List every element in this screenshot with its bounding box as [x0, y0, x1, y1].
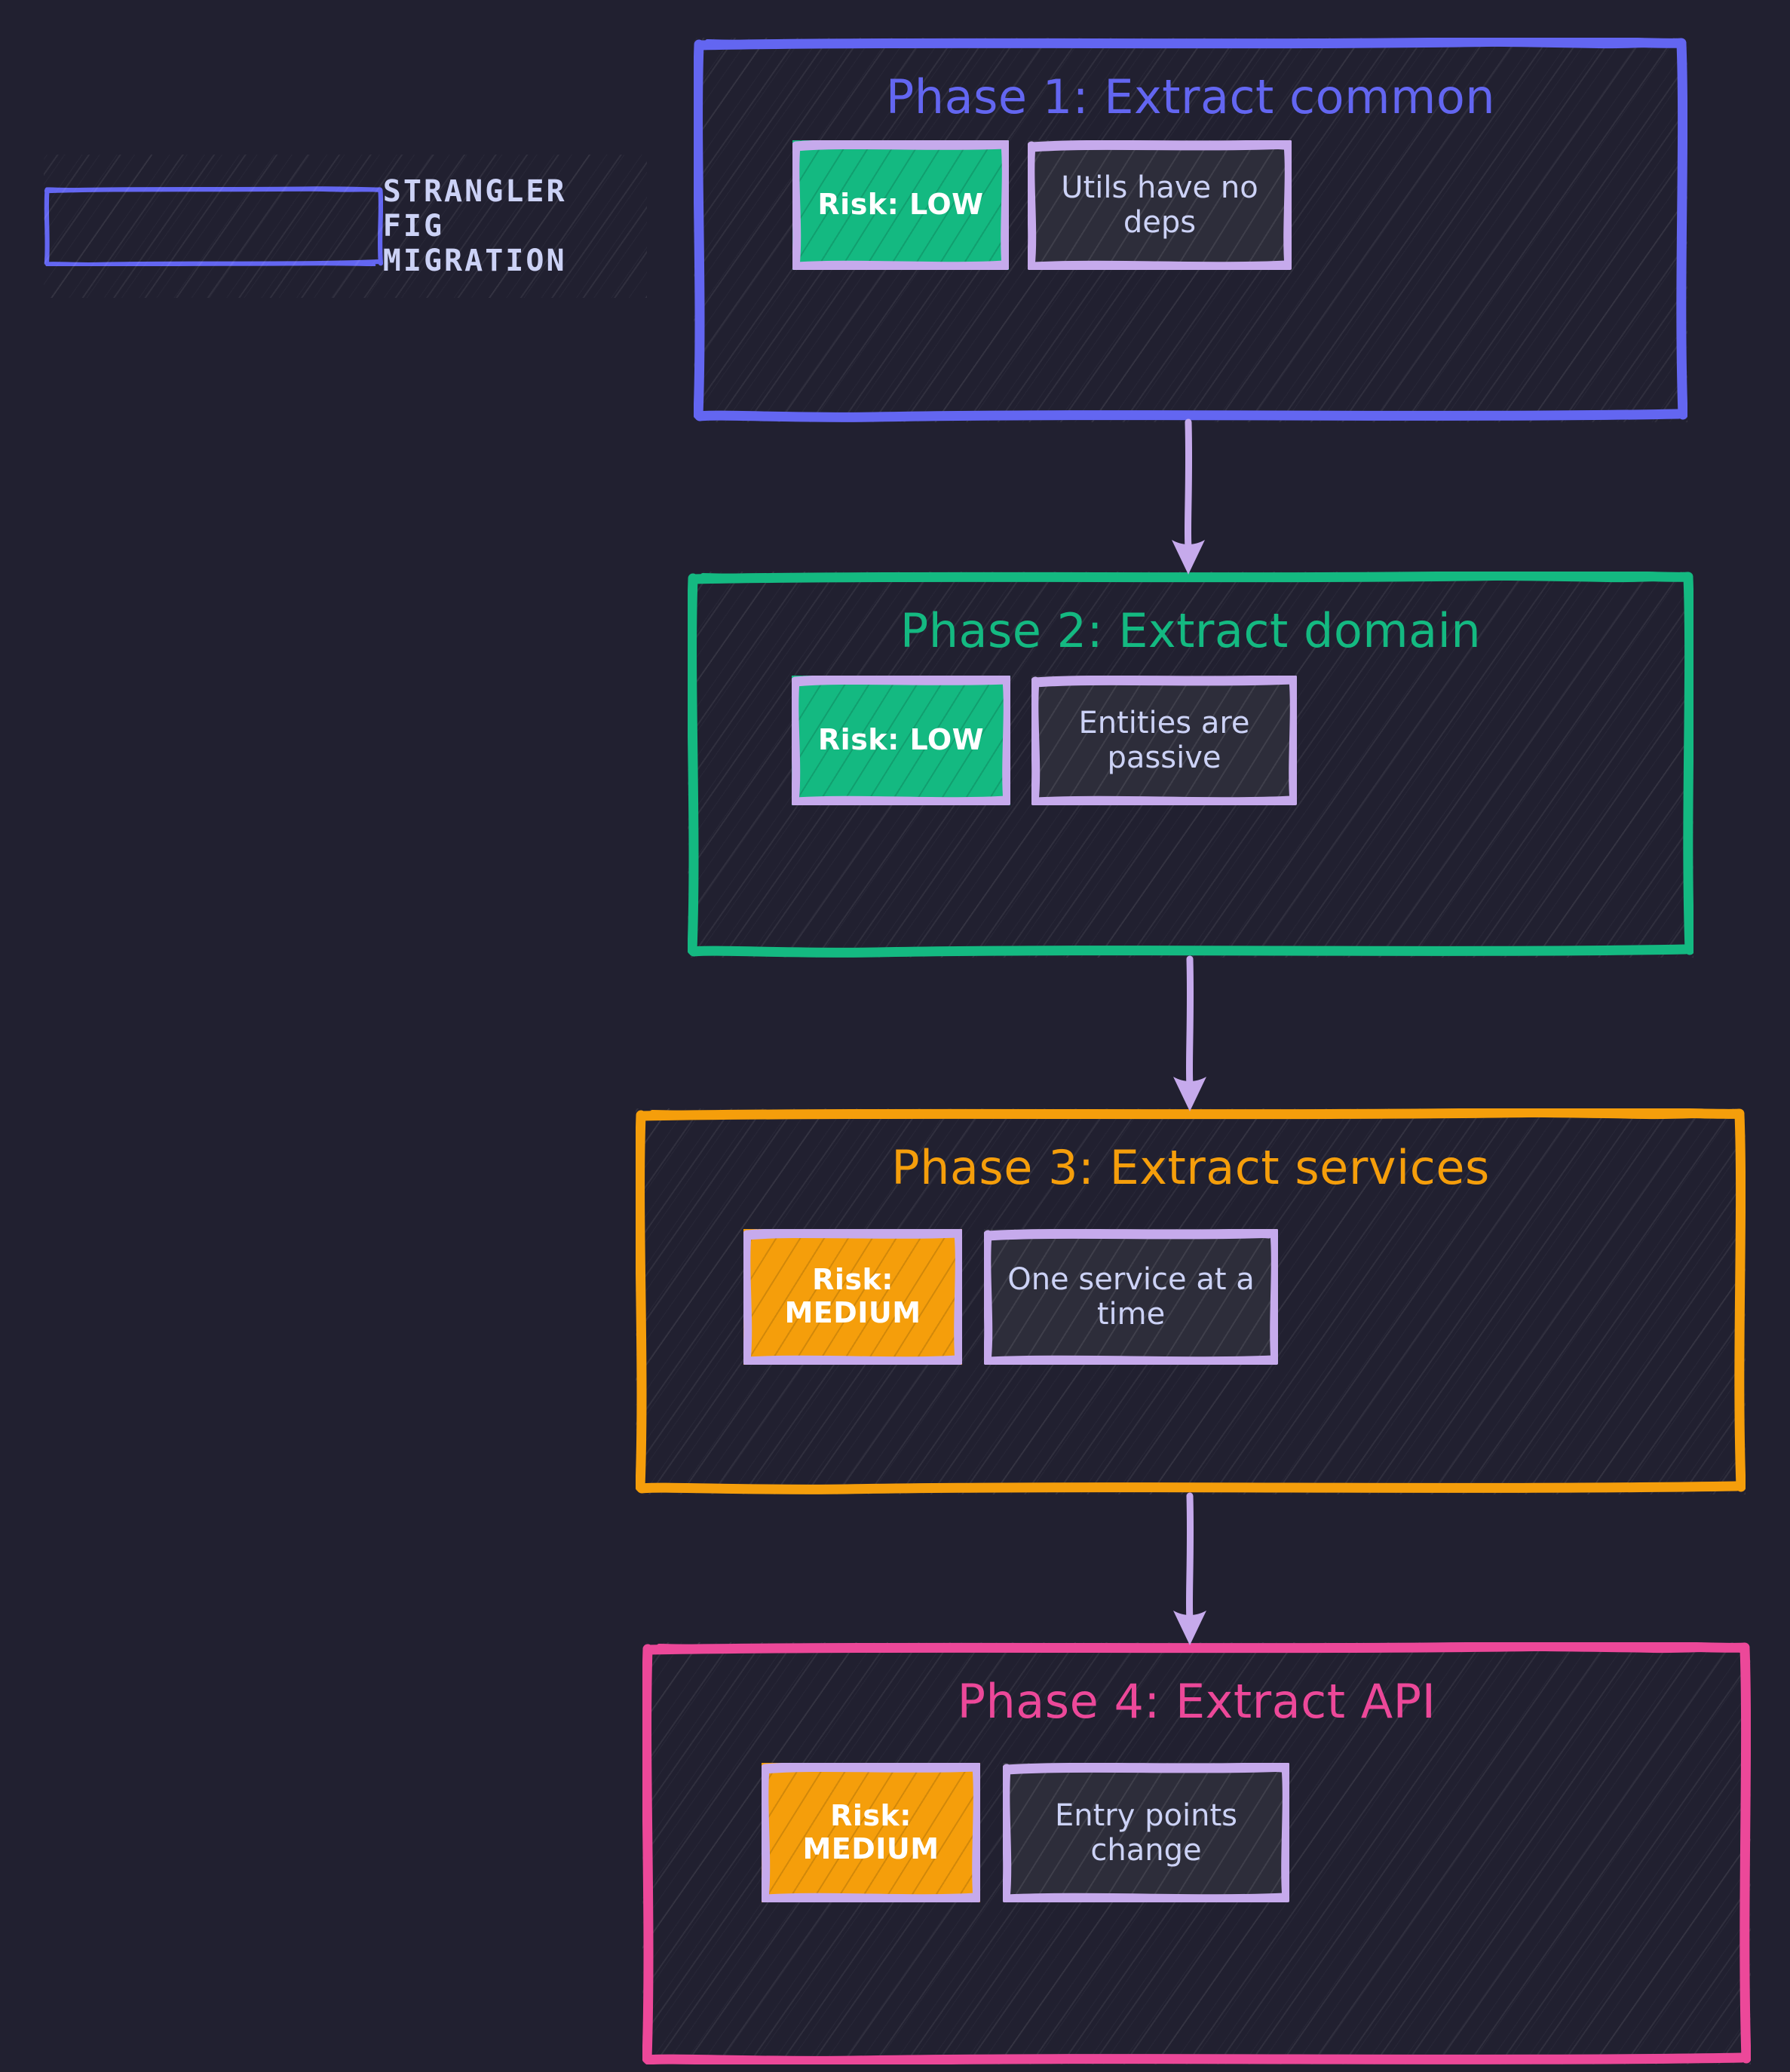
risk-1-node[interactable]: Risk: LOW: [792, 140, 1009, 270]
edge-phase2-phase3: [1173, 955, 1206, 1111]
phase-4-container[interactable]: Phase 4: Extract API Risk: MEDIUM Entry …: [642, 1642, 1751, 2064]
phase-2-container[interactable]: Phase 2: Extract domain Risk: LOW Entiti…: [688, 572, 1693, 958]
diagram-title-box: STRANGLER FIG MIGRATION: [44, 155, 647, 298]
phase-3-container[interactable]: Phase 3: Extract services Risk: MEDIUM O…: [636, 1108, 1746, 1494]
note-2-label: Entities are passive: [1078, 706, 1250, 775]
phase-1-title: Phase 1: Extract common: [885, 69, 1496, 124]
note-1-node[interactable]: Utils have no deps: [1028, 140, 1292, 270]
risk-3-node[interactable]: Risk: MEDIUM: [743, 1229, 962, 1365]
risk-2-node[interactable]: Risk: LOW: [792, 676, 1010, 805]
phase-4-title: Phase 4: Extract API: [957, 1674, 1436, 1729]
note-3-label: One service at a time: [1007, 1262, 1255, 1332]
note-2-node[interactable]: Entities are passive: [1031, 676, 1297, 805]
edge-phase1-phase2: [1172, 418, 1205, 575]
edge-phase3-phase4: [1173, 1492, 1206, 1645]
risk-2-label: Risk: LOW: [817, 723, 985, 757]
sketch-border: [44, 185, 383, 267]
note-4-label: Entry points change: [1055, 1798, 1237, 1868]
risk-4-label: Risk: MEDIUM: [802, 1798, 939, 1865]
diagram-title-label: STRANGLER FIG MIGRATION: [382, 174, 567, 278]
risk-1-label: Risk: LOW: [817, 188, 984, 222]
phase-3-title: Phase 3: Extract services: [891, 1140, 1490, 1195]
phase-1-container[interactable]: Phase 1: Extract common Risk: LOW Utils …: [694, 38, 1687, 422]
note-4-node[interactable]: Entry points change: [1003, 1763, 1289, 1902]
note-1-label: Utils have no deps: [1061, 170, 1258, 240]
risk-3-label: Risk: MEDIUM: [784, 1263, 921, 1329]
note-3-node[interactable]: One service at a time: [984, 1229, 1278, 1365]
phase-2-title: Phase 2: Extract domain: [900, 603, 1482, 658]
risk-4-node[interactable]: Risk: MEDIUM: [762, 1763, 980, 1902]
